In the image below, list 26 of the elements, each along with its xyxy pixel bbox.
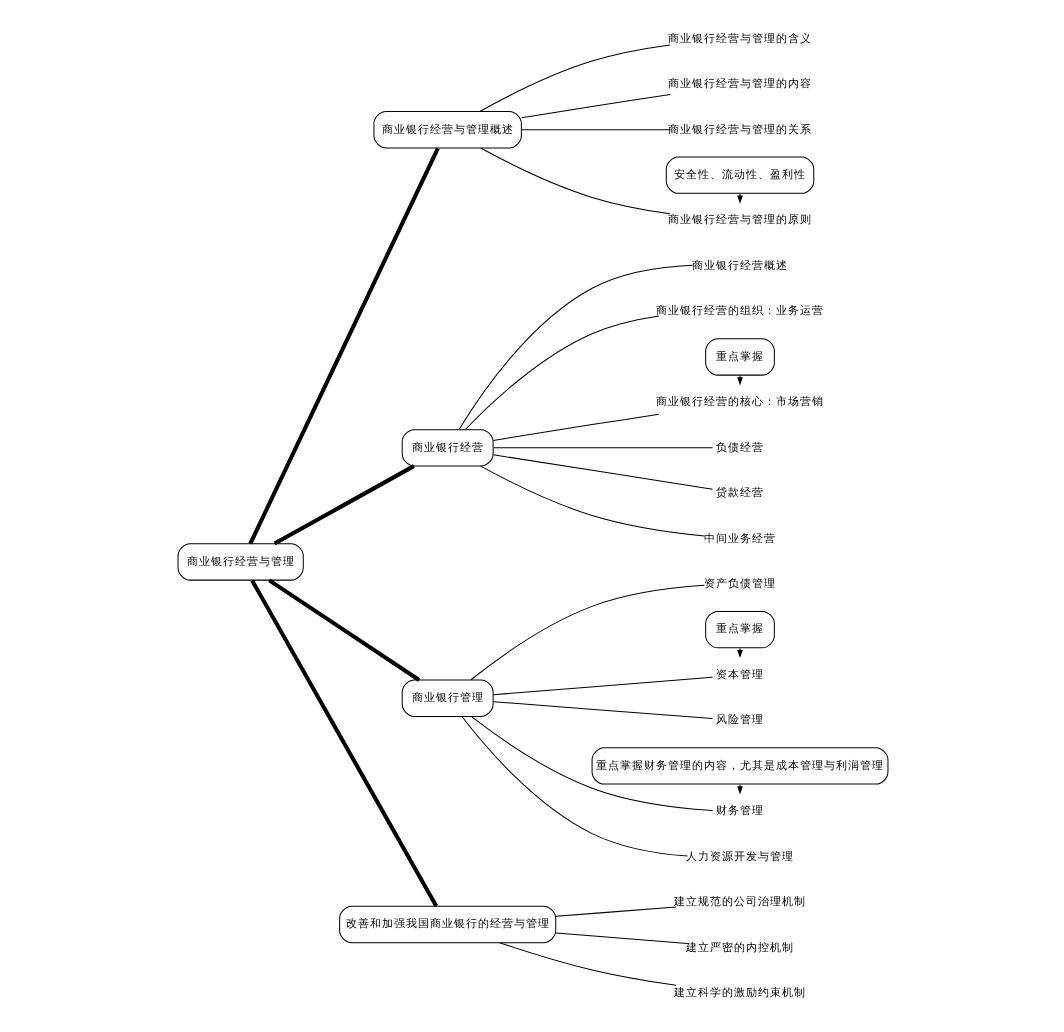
connector [498,942,676,986]
connector [457,264,693,431]
arrow [736,193,742,204]
connector [247,147,439,545]
connector [491,454,712,490]
arrow [736,375,742,386]
connector [491,701,712,719]
connector [554,932,687,945]
connector [491,676,712,696]
connector [469,584,704,681]
arrow [736,647,742,659]
connector [520,94,670,119]
connector [267,578,420,682]
connector [249,579,437,908]
connector [272,464,414,546]
connector [464,315,659,430]
connector [554,906,676,917]
connector [460,716,687,857]
arrow [736,784,742,795]
connector [478,44,670,113]
connector [469,716,713,811]
connector [479,465,705,537]
connector [491,413,659,441]
connector [479,147,670,215]
connector [491,447,712,449]
connector [520,129,670,131]
